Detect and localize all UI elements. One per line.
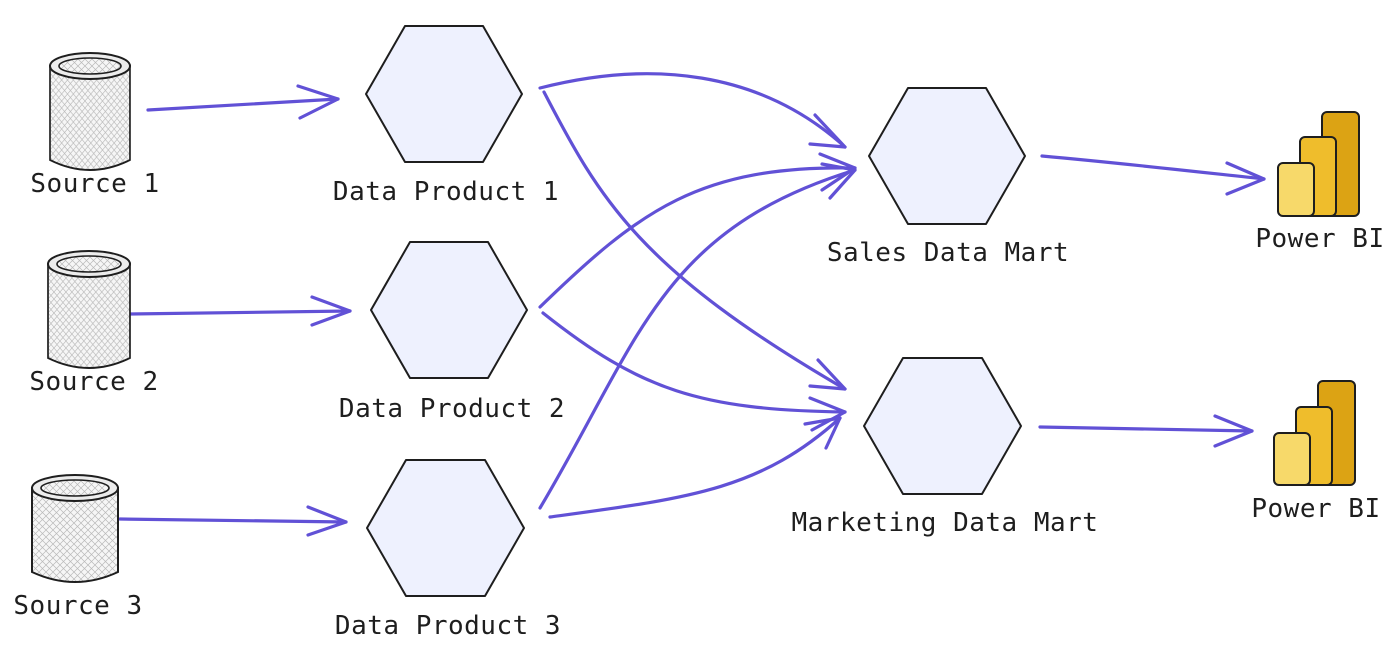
edge-source-3-to-data-product-3 [118, 505, 348, 537]
edge-data-product-1-to-marketing-data-mart [542, 90, 847, 391]
report-label: Power BI [1251, 494, 1380, 524]
database-icon [47, 250, 131, 369]
power-bi-icon [1277, 111, 1360, 217]
power-bi-report-2[interactable]: Power BI [1251, 380, 1380, 524]
data-product-label: Data Product 1 [333, 177, 559, 207]
edge-data-product-3-to-sales-data-mart [538, 162, 857, 510]
hexagon-icon [365, 25, 523, 163]
edge-data-product-2-to-sales-data-mart [538, 152, 857, 309]
report-label: Power BI [1255, 224, 1384, 254]
source-3[interactable]: Source 3 [13, 474, 142, 621]
power-bi-icon [1273, 380, 1356, 486]
data-mart-label: Marketing Data Mart [792, 508, 1099, 538]
database-icon [49, 52, 131, 171]
edge-data-product-2-to-marketing-data-mart [541, 311, 847, 432]
data-product-3[interactable]: Data Product 3 [335, 459, 561, 641]
hexagon-icon [370, 241, 528, 379]
data-product-1[interactable]: Data Product 1 [333, 25, 559, 207]
source-label: Source 1 [30, 169, 159, 199]
data-product-label: Data Product 2 [339, 394, 565, 424]
sales-data-mart[interactable]: Sales Data Mart [827, 87, 1069, 268]
source-1[interactable]: Source 1 [30, 52, 159, 199]
power-bi-report-1[interactable]: Power BI [1255, 111, 1384, 254]
data-product-label: Data Product 3 [335, 611, 561, 641]
source-label: Source 2 [29, 367, 158, 397]
hexagon-icon [863, 357, 1022, 495]
source-2[interactable]: Source 2 [29, 250, 158, 397]
edge-data-product-3-to-marketing-data-mart [548, 416, 842, 519]
hexagon-icon [868, 87, 1026, 225]
edge-source-2-to-data-product-2 [128, 295, 352, 327]
data-product-2[interactable]: Data Product 2 [339, 241, 565, 424]
data-mart-label: Sales Data Mart [827, 238, 1069, 268]
edge-data-product-1-to-sales-data-mart [538, 72, 847, 149]
hexagon-icon [366, 459, 525, 597]
edges [118, 72, 1266, 537]
source-label: Source 3 [13, 591, 142, 621]
marketing-data-mart[interactable]: Marketing Data Mart [792, 357, 1099, 538]
database-icon [31, 474, 119, 583]
edge-sales-data-mart-to-power-bi [1040, 154, 1266, 196]
edge-source-1-to-data-product-1 [146, 84, 340, 120]
edge-marketing-data-mart-to-power-bi [1038, 414, 1254, 448]
